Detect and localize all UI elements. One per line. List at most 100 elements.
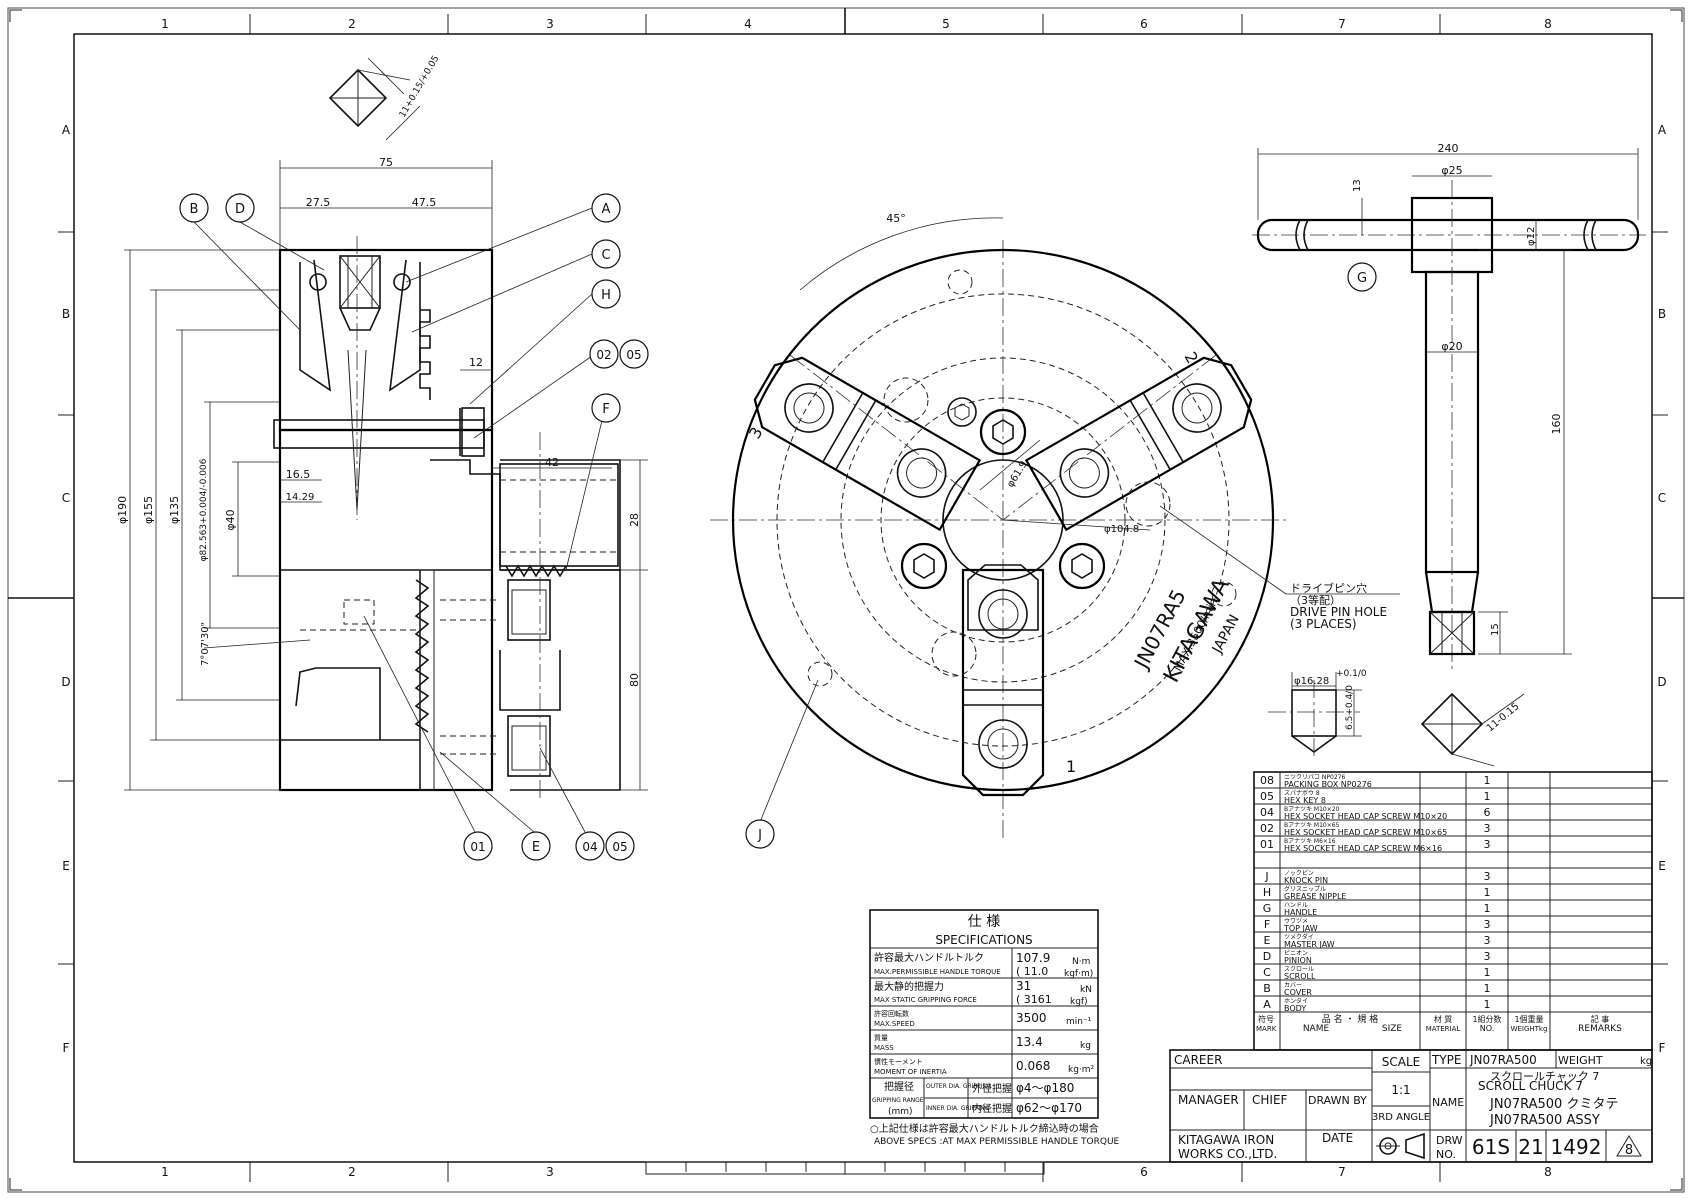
bom-row-mark: C xyxy=(1263,966,1271,979)
row-label: E xyxy=(62,859,70,873)
bom-row-name-en: PACKING BOX NP0276 xyxy=(1284,780,1372,789)
bom-row-qty: 3 xyxy=(1484,838,1491,851)
tb-manager: MANAGER xyxy=(1178,1093,1239,1107)
tb-name-en: SCROLL CHUCK 7 xyxy=(1478,1079,1583,1093)
balloon-02: 02 xyxy=(596,348,611,362)
spec-grip-unit: (mm) xyxy=(888,1107,913,1117)
col-label: 7 xyxy=(1338,1165,1346,1179)
tb-drw-part3: 1492 xyxy=(1551,1135,1602,1159)
tb-drw-part1: 61S xyxy=(1472,1135,1510,1159)
dim-28: 28 xyxy=(628,513,641,527)
tb-no-label: NO. xyxy=(1436,1148,1456,1161)
dim-phi40: φ40 xyxy=(224,509,237,530)
spec-row-unit: kN xyxy=(1080,985,1092,995)
tb-company-1: KITAGAWA IRON xyxy=(1178,1133,1274,1147)
bom-row-name-jp: スパナボウ 8 xyxy=(1284,789,1320,797)
bom-row-qty: 1 xyxy=(1484,966,1491,979)
balloon-j: J xyxy=(757,828,762,843)
bom-row-name-jp: ウワヅメ xyxy=(1284,917,1308,925)
dim-angle: 7°07'30" xyxy=(200,622,211,666)
grid-row-ticks xyxy=(8,231,1684,965)
spec-row-unit2: kgf·m) xyxy=(1064,969,1093,979)
dim-phi190: φ190 xyxy=(116,496,129,524)
bom-row-name-en: TOP JAW xyxy=(1283,924,1318,933)
spec-row-unit: kg xyxy=(1080,1041,1091,1051)
bom-row-name-jp: グリスニップル xyxy=(1284,885,1326,893)
dim-phi155: φ155 xyxy=(142,496,155,524)
col-label: 8 xyxy=(1544,1165,1552,1179)
row-label: A xyxy=(1658,123,1667,137)
bom-row-mark: A xyxy=(1263,998,1271,1011)
row-label: F xyxy=(1659,1041,1666,1055)
bom-row-mark: 08 xyxy=(1260,774,1274,787)
handle-dim-15: 15 xyxy=(1490,623,1501,636)
bom-row-name-jp: ハンドル xyxy=(1284,902,1308,909)
third-angle-projection-icon xyxy=(1376,1132,1425,1160)
dim-phi135: φ135 xyxy=(168,496,181,524)
balloon-f: F xyxy=(602,402,609,417)
spec-inner-value: φ62～φ170 xyxy=(1016,1101,1082,1115)
spec-title-jp: 仕 様 xyxy=(968,914,1000,930)
jaw-number-1: 1 xyxy=(1066,757,1076,776)
drive-pin-jp: ドライブピン穴 xyxy=(1290,581,1367,595)
bom-row-name-jp: Bアナツキ M10×65 xyxy=(1284,822,1340,829)
bom-row-mark: J xyxy=(1264,870,1268,883)
bom-row-name-jp: カバー xyxy=(1284,982,1302,989)
spec-outer-value: φ4～φ180 xyxy=(1016,1081,1074,1095)
bom-row-name-jp: スクロール xyxy=(1284,966,1314,973)
drive-pin-dim-depth: 6.5+0.4/0 xyxy=(1345,685,1355,730)
bom-row-qty: 1 xyxy=(1484,982,1491,995)
spec-grip-label-en: GRIPPING RANGE xyxy=(872,1097,924,1104)
spec-grip-label-jp: 把握径 xyxy=(884,1080,914,1093)
bottom-scale-ruler xyxy=(645,1161,1045,1175)
specifications-table: 仕 様 SPECIFICATIONS 許容最大ハンドルトルク MAX.PERMI… xyxy=(869,909,1120,1147)
drive-pin-dim-phi: φ16.28 xyxy=(1294,676,1329,687)
grid-column-labels: 1 2 3 4 5 6 7 8 1 2 3 6 7 8 xyxy=(161,17,1552,1179)
tb-date: DATE xyxy=(1322,1131,1353,1145)
spec-row-value: 107.9 xyxy=(1016,951,1050,965)
bom-header-qty-en: NO. xyxy=(1480,1024,1495,1033)
tb-type-value: JN07RA500 xyxy=(1469,1053,1537,1067)
spec-inner-label: INNER DIA. GRIPPING xyxy=(926,1105,990,1112)
bom-row-name-en: PINION xyxy=(1284,956,1312,965)
bom-row-mark: 02 xyxy=(1260,822,1274,835)
bom-row-mark: F xyxy=(1264,918,1270,931)
bom-header-mat-en: MATERIAL xyxy=(1426,1025,1461,1033)
front-dim-phi104-8: φ104.8 xyxy=(1104,524,1139,535)
dim-75: 75 xyxy=(379,156,393,169)
section-view: 11+0.15/+0.05 xyxy=(116,54,649,861)
handle-dim-240: 240 xyxy=(1438,142,1459,155)
row-label: D xyxy=(61,675,70,689)
tb-drw-part2: 21 xyxy=(1518,1135,1543,1159)
spec-row-label-jp: 慣性モーメント xyxy=(874,1057,923,1066)
dim-phi82: φ82.563+0.004/-0.006 xyxy=(199,458,209,561)
dim-16-5: 16.5 xyxy=(286,468,311,481)
bom-row-mark: B xyxy=(1263,982,1271,995)
bom-row-qty: 3 xyxy=(1484,822,1491,835)
handle-dim-phi12: φ12 xyxy=(1526,227,1537,246)
balloon-04: 04 xyxy=(582,840,597,854)
spec-outer-label: OUTER DIA. GRIPPING xyxy=(926,1083,992,1090)
bom-row-qty: 1 xyxy=(1484,902,1491,915)
bom-row-name-en: SCROLL xyxy=(1284,972,1316,981)
tb-type-label: TYPE xyxy=(1431,1053,1461,1067)
bom-row-name-en: GREASE NIPPLE xyxy=(1284,892,1346,901)
tb-scale-value: 1:1 xyxy=(1391,1083,1410,1097)
tb-name-jp: スクロールチャック 7 xyxy=(1490,1070,1599,1083)
handle-dim-13: 13 xyxy=(1352,179,1363,192)
balloon-e: E xyxy=(532,840,540,855)
front-angle-45: 45° xyxy=(886,212,906,225)
drive-pin-dim-tol: +0.1/0 xyxy=(1336,669,1367,679)
bom-row-name-jp: ツメクダイ xyxy=(1284,933,1314,941)
bom-header-wt-en: WEIGHTkg xyxy=(1511,1025,1548,1033)
bom-row-mark: H xyxy=(1263,886,1271,899)
tb-career: CAREER xyxy=(1174,1053,1222,1067)
bom-header-name-en: NAME xyxy=(1303,1024,1330,1034)
spec-row-label-en: MAX.PERMISSIBLE HANDLE TORQUE xyxy=(874,968,1001,976)
bom-row-name-en: COVER xyxy=(1284,988,1312,997)
spec-row-label-en: MAX STATIC GRIPPING FORCE xyxy=(874,996,977,1004)
spec-row-unit2: kgf) xyxy=(1070,997,1088,1007)
row-label: C xyxy=(62,491,70,505)
